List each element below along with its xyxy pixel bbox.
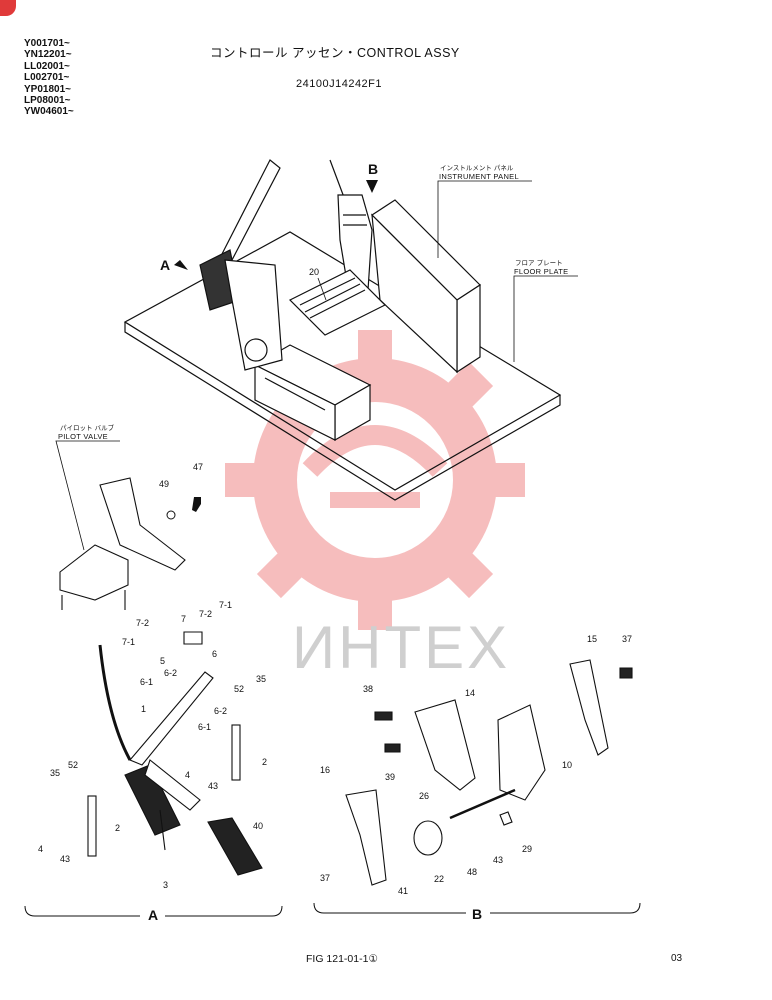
- callout-26: 26: [419, 791, 429, 801]
- model-code: YW04601~: [24, 106, 74, 118]
- view-marker-a: A: [160, 257, 170, 273]
- watermark-text: ИНТЕХ: [292, 614, 510, 681]
- model-code: LP08001~: [24, 95, 71, 107]
- callout-40: 40: [253, 821, 263, 831]
- callout-43: 43: [208, 781, 218, 791]
- callout-29: 29: [522, 844, 532, 854]
- section-bracket-b: [313, 902, 641, 914]
- pilot-valve-label-jp: パイロット バルブ: [60, 423, 115, 432]
- model-code: Y001701~: [24, 38, 70, 49]
- callout-4: 4: [38, 844, 43, 854]
- callout-7-1: 7-1: [122, 637, 135, 647]
- floor-plate-label-jp: フロア プレート: [515, 259, 563, 267]
- callout-37: 37: [622, 634, 632, 644]
- left-console: [253, 344, 372, 442]
- model-code: LL02001~: [24, 60, 70, 72]
- corner-badge: [0, 0, 16, 16]
- callout-5: 5: [160, 656, 165, 666]
- callout-38: 38: [363, 684, 373, 694]
- section-label-a: A: [148, 907, 158, 923]
- view-b-callouts: 38 14 15 37 39 10 16 26 37 41 22 48 43 2…: [320, 634, 632, 896]
- callout-37: 37: [320, 873, 330, 883]
- arrow-b-icon: [366, 180, 378, 193]
- callout-14: 14: [465, 688, 475, 698]
- arrow-a-icon: [174, 260, 188, 270]
- callout-7: 7: [181, 614, 186, 624]
- callout-10: 10: [562, 760, 572, 770]
- callout-41: 41: [398, 886, 408, 896]
- callout-7-1: 7-1: [219, 600, 232, 610]
- callout-22: 22: [434, 874, 444, 884]
- callout-52: 52: [68, 760, 78, 770]
- callout-4: 4: [185, 770, 190, 780]
- callout-6-1: 6-1: [198, 722, 211, 732]
- figure-reference: FIG 121-01-1①: [306, 953, 378, 965]
- callout-6-1: 6-1: [140, 677, 153, 687]
- callout-43: 43: [493, 855, 503, 865]
- callout-35: 35: [50, 768, 60, 778]
- callout-20: 20: [309, 267, 319, 277]
- model-code: YP01801~: [24, 83, 71, 95]
- callout-7-2: 7-2: [136, 618, 149, 628]
- callout-16: 16: [320, 765, 330, 775]
- view-a-callouts: 7-2 7 7-2 7-1 7-1 5 6 6-2 6-1 6-2 6-1 1 …: [38, 600, 267, 890]
- callout-15: 15: [587, 634, 597, 644]
- view-b-bracket-assembly: [345, 659, 633, 886]
- part-number: 24100J14242F1: [296, 78, 383, 90]
- section-bracket-a: [24, 905, 283, 917]
- view-a-pedal-assembly: [87, 631, 263, 876]
- callout-49: 49: [159, 479, 169, 489]
- model-code: YN12201~: [24, 49, 72, 61]
- model-code: L002701~: [24, 72, 70, 84]
- callout-47: 47: [193, 462, 203, 472]
- callout-6: 6: [212, 649, 217, 659]
- callout-1: 1: [141, 704, 146, 714]
- pilot-valve-label-en: PILOT VALVE: [58, 432, 108, 441]
- floor-plate-label-en: FLOOR PLATE: [514, 267, 568, 276]
- callout-52: 52: [234, 684, 244, 694]
- callout-2: 2: [115, 823, 120, 833]
- callout-39: 39: [385, 772, 395, 782]
- instrument-panel-label-en: INSTRUMENT PANEL: [439, 172, 519, 181]
- callout-48: 48: [467, 867, 477, 877]
- page-number: 03: [671, 953, 683, 964]
- page-title: コントロール アッセン・CONTROL ASSY: [210, 46, 460, 60]
- callout-6-2: 6-2: [214, 706, 227, 716]
- pilot-valve-inset: [59, 477, 186, 610]
- model-code-list: Y001701~ YN12201~ LL02001~ L002701~ YP01…: [24, 38, 74, 118]
- callout-3: 3: [163, 880, 168, 890]
- section-label-b: B: [472, 906, 482, 922]
- pilot-valve-block: [288, 269, 387, 336]
- callout-43: 43: [60, 854, 70, 864]
- callout-6-2: 6-2: [164, 668, 177, 678]
- left-lever: [199, 159, 283, 371]
- callout-35: 35: [256, 674, 266, 684]
- callout-7-2: 7-2: [199, 609, 212, 619]
- callout-2: 2: [262, 757, 267, 767]
- instrument-panel-label-jp: インストルメント パネル: [440, 164, 514, 172]
- instrument-panel: [371, 199, 481, 374]
- view-marker-b: B: [368, 161, 378, 177]
